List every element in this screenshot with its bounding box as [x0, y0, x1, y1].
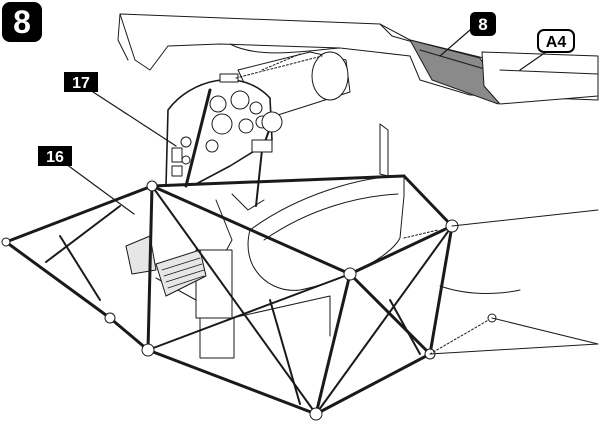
step-number-badge: 8: [2, 2, 42, 42]
leader-lines: [65, 29, 547, 215]
control-column: [215, 111, 283, 263]
step-number: 8: [13, 4, 31, 40]
pilot-seat: [247, 123, 439, 291]
instrument-panel: [165, 55, 323, 188]
callout-8: 8: [470, 12, 496, 36]
rear-frame: [429, 209, 599, 355]
callout-17-label: 17: [72, 75, 90, 92]
part-a4-strip: [481, 51, 599, 105]
callout-a4: A4: [537, 29, 575, 53]
tube-frame: [1, 174, 459, 421]
callout-17: 17: [64, 72, 98, 92]
callout-16-label: 16: [46, 149, 64, 166]
callout-a4-label: A4: [546, 34, 567, 51]
callout-16: 16: [38, 146, 72, 166]
callout-8-label: 8: [478, 15, 487, 34]
